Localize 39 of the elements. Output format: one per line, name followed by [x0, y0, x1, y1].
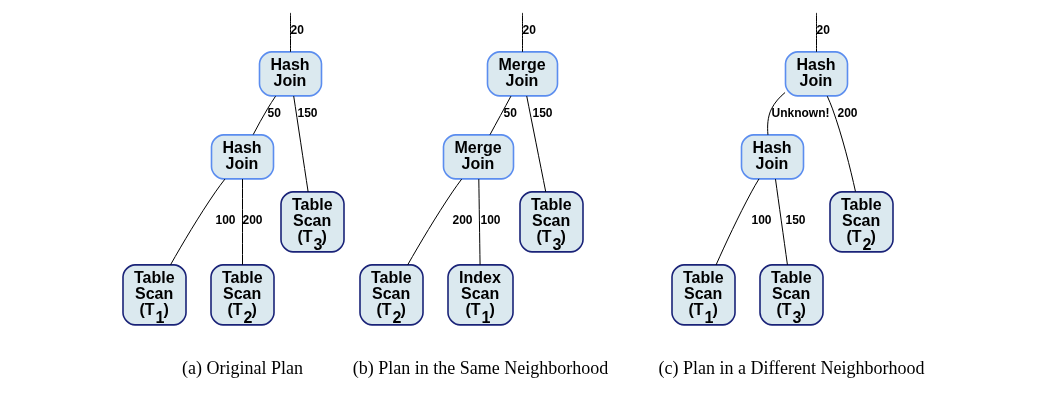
edge-label: 150: [297, 106, 318, 121]
connector: [489, 95, 511, 136]
label: (b) Plan in the Same Neighborhood: [352, 358, 608, 379]
connector: [289, 12, 291, 53]
edge-label: 50: [267, 106, 281, 121]
connector: [252, 95, 276, 136]
connector: [241, 178, 243, 266]
connector: [525, 95, 546, 193]
connector: [477, 178, 481, 266]
edge-label: 20: [816, 23, 830, 38]
node-box: Hash Join: [740, 134, 804, 180]
edge-label: 200: [837, 106, 858, 121]
connector: [169, 178, 225, 266]
connector: [406, 178, 462, 266]
edge-label: 50: [503, 106, 517, 121]
edge-label: 20: [290, 23, 304, 38]
connector: [774, 178, 788, 266]
node-box: Merge Join: [442, 134, 514, 180]
edge-label: 100: [480, 212, 501, 227]
node-box: Merge Join: [486, 51, 558, 97]
label: (c) Plan in a Different Neighborhood: [657, 358, 925, 379]
connector: [292, 95, 309, 193]
edge-label: Unknown!: [771, 106, 829, 121]
edge-label: 20: [522, 23, 536, 38]
edge-label: 200: [242, 212, 263, 227]
node-box: Hash Join: [210, 134, 274, 180]
connector: [521, 12, 523, 53]
edge-label: 150: [532, 106, 553, 121]
edge-label: 100: [751, 212, 772, 227]
label: (a) Original Plan: [181, 358, 303, 379]
edge-label: 200: [452, 212, 473, 227]
node-box: Hash Join: [258, 51, 322, 97]
connector: [766, 92, 786, 136]
node-box: Hash Join: [784, 51, 848, 97]
edge-label: 100: [215, 212, 236, 227]
connector: [826, 95, 856, 192]
connector: [815, 12, 817, 53]
connector: [715, 178, 759, 266]
edge-label: 150: [785, 212, 806, 227]
